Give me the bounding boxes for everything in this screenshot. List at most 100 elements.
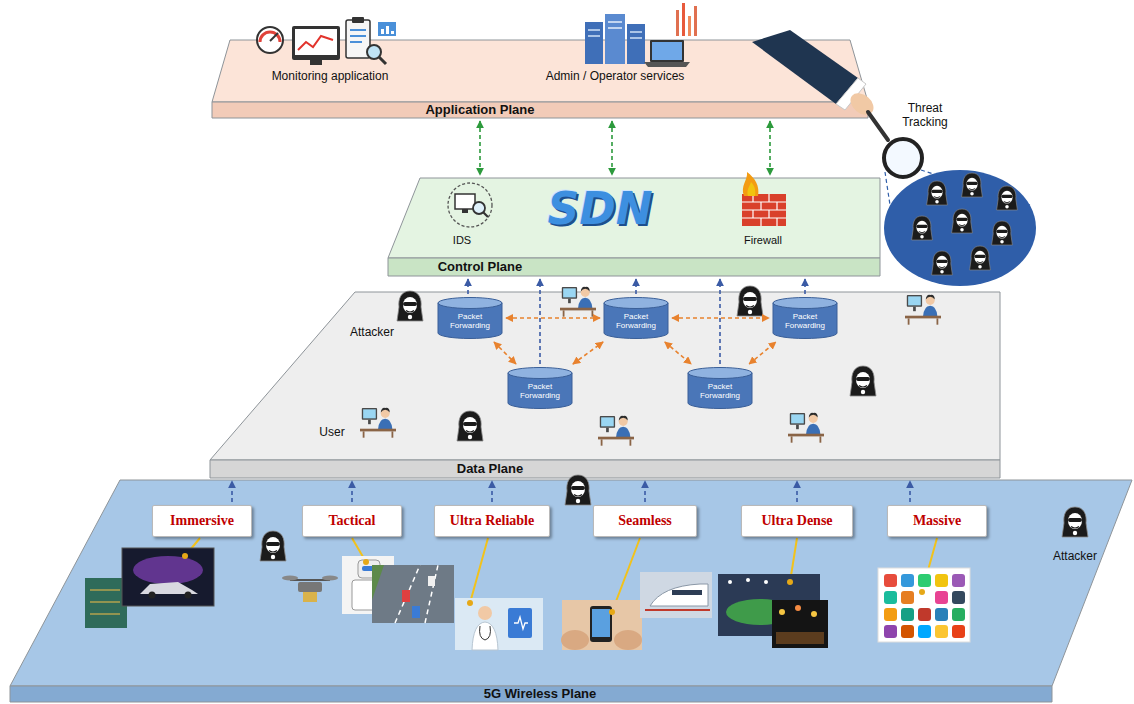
icon-caption: Admin / Operator services [546, 70, 685, 84]
monitoring-icons-part [391, 31, 394, 34]
dashed-connector [539, 279, 541, 364]
massive-image-part [952, 574, 965, 587]
massive-image-part [884, 591, 897, 604]
admin-icons-part [627, 24, 645, 64]
service-box: Immersive [152, 505, 252, 537]
firewall-icon-part [742, 194, 786, 226]
user-icons-part [598, 416, 634, 446]
plane-top [212, 40, 868, 102]
massive-image-part [901, 591, 914, 604]
packet-forwarding-node: Packet Forwarding [507, 367, 573, 409]
plane-top [10, 480, 1132, 686]
admin-icons-part [588, 29, 600, 31]
dashed-connector [909, 481, 911, 502]
admin-icons-part [605, 14, 625, 64]
attacker-icons-part [737, 286, 763, 316]
node-text-block: Packet Forwarding [777, 312, 833, 330]
threat-tracking-hand-part [885, 172, 890, 205]
massive-image-part [901, 625, 914, 638]
ultra-reliable-image-part [455, 598, 543, 650]
immersive-image-part [90, 601, 120, 602]
massive-image-part [952, 591, 965, 604]
seamless-image-part [561, 630, 589, 650]
dashed-connector [796, 481, 798, 502]
box-text: Immersive [161, 506, 243, 536]
massive-image-part [952, 608, 965, 621]
threat-caption: Threat Tracking [894, 102, 956, 130]
seamless-image-part [650, 584, 708, 606]
user-icons-part [360, 408, 396, 438]
massive-image-part [935, 574, 948, 587]
user-icons-part [905, 295, 941, 325]
dashed-connector [804, 279, 806, 294]
node-text: Packet Forwarding [512, 382, 568, 400]
packet-forwarding-node: Packet Forwarding [437, 297, 503, 339]
ultra-reliable-image-part [478, 606, 492, 620]
monitoring-icons-part [310, 60, 322, 65]
ultra-reliable-image-part [514, 617, 528, 629]
ids-icon-part [455, 194, 475, 209]
firewall-icon-part [742, 201, 786, 202]
ultra-reliable-image [372, 565, 543, 650]
monitoring-icons-part [346, 20, 370, 58]
seamless-image [561, 572, 712, 650]
tactical-image-part [362, 566, 376, 571]
plane-title: Application Plane [425, 102, 534, 118]
firewall-icon-part [742, 217, 786, 218]
massive-image-part [884, 608, 897, 621]
dashed-connector [672, 317, 769, 319]
firewall-icon-part [752, 194, 753, 202]
monitoring-icons-part [386, 26, 389, 34]
monitoring-icons-part [350, 29, 366, 31]
dashed-connector [665, 342, 691, 364]
threat-tracking-hand-part [962, 173, 983, 197]
ultra-reliable-image-part [480, 626, 491, 640]
ultra-dense-image-part [728, 580, 732, 584]
icon-caption: IDS [453, 234, 471, 247]
actor-label: Attacker [350, 326, 394, 340]
service-box: Seamless [593, 505, 697, 537]
dashed-connector [749, 342, 776, 364]
firewall-icon-part [776, 202, 777, 210]
massive-image-part [918, 574, 931, 587]
threat-tracking-hand-part [912, 216, 933, 240]
ultra-reliable-image-part [472, 622, 498, 650]
plane-front [212, 102, 868, 118]
leader-dots-part [363, 559, 369, 565]
node-text: Packet Forwarding [692, 382, 748, 400]
plane-top [388, 178, 880, 258]
massive-image-part [935, 608, 948, 621]
monitoring-icons-part [257, 27, 283, 53]
ultra-reliable-image-part [425, 565, 438, 623]
dashed-connector [719, 279, 721, 364]
massive-image-part [901, 608, 914, 621]
tactical-image-part [282, 576, 298, 581]
seamless-image-part [592, 609, 610, 637]
ultra-reliable-image-part [372, 565, 384, 600]
service-box: Tactical [302, 505, 402, 537]
ultra-reliable-image-part [412, 606, 420, 618]
admin-icons-part [650, 40, 684, 62]
box-text: Ultra Reliable [443, 506, 541, 536]
dashed-connector [506, 317, 600, 319]
admin-icons-part [676, 10, 679, 36]
cylinder-top [773, 298, 837, 309]
ids-icon-part [473, 202, 485, 214]
node-text: Packet Forwarding [777, 312, 833, 330]
leader-lines-part [612, 538, 640, 612]
node-text-block: Packet Forwarding [608, 312, 664, 330]
user-icons-part [560, 287, 596, 317]
firewall-icon-part [747, 182, 755, 196]
attacker-icons-part [397, 291, 423, 321]
ultra-dense-image-part [795, 605, 801, 611]
monitoring-icons-part [352, 17, 364, 23]
admin-icons-part [694, 6, 697, 36]
seamless-image-part [590, 606, 612, 642]
box-text: Seamless [602, 506, 688, 536]
packet-forwarding-node: Packet Forwarding [772, 297, 838, 339]
admin-icons-part [588, 35, 600, 37]
threat-tracking-hand-part [884, 170, 1036, 286]
packet-forwarding-node: Packet Forwarding [687, 367, 753, 409]
node-text: Packet Forwarding [442, 312, 498, 330]
